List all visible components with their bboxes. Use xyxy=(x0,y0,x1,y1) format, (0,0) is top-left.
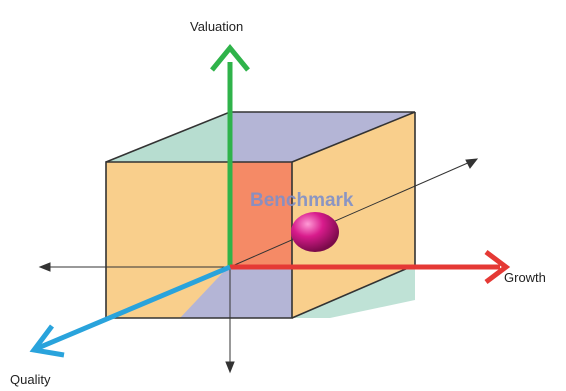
growth-axis-label: Growth xyxy=(504,270,546,285)
cube-highlight-region xyxy=(230,162,292,265)
cube-lower-inner-region xyxy=(180,265,292,318)
thin-axes xyxy=(38,158,479,374)
quality-axis-label: Quality xyxy=(10,372,51,387)
cube-top-right-face xyxy=(230,112,415,162)
valuation-axis xyxy=(210,44,250,267)
growth-axis xyxy=(230,250,511,284)
quality-axis xyxy=(29,264,231,358)
benchmark-marker xyxy=(291,212,339,252)
benchmark-label: Benchmark xyxy=(250,190,354,211)
valuation-axis-label: Valuation xyxy=(190,19,243,34)
